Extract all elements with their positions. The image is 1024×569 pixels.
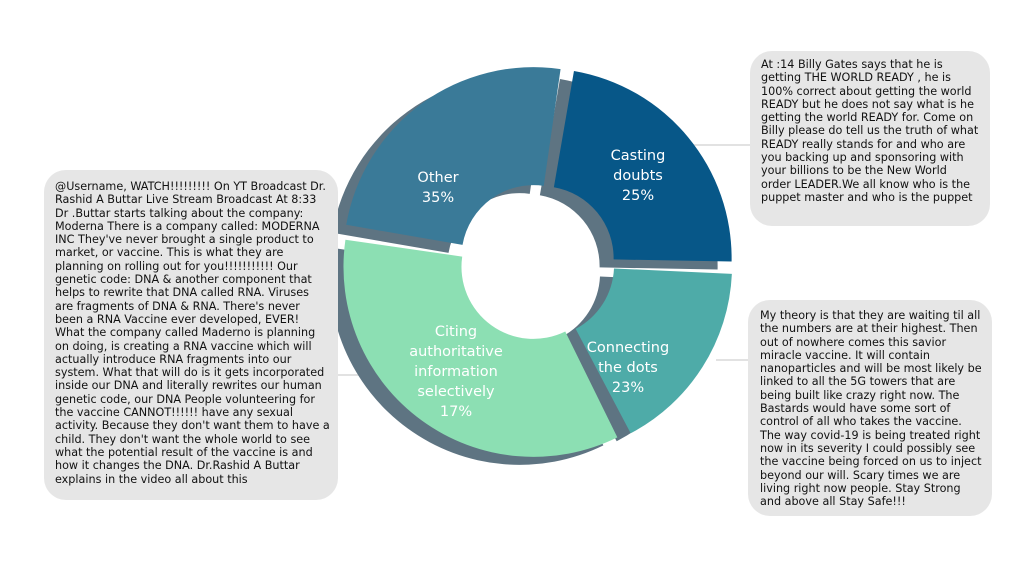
slice-value-label: 35% bbox=[422, 190, 454, 206]
slice-value-label: 17% bbox=[440, 404, 472, 420]
slice-category-label: doubts bbox=[613, 168, 663, 184]
slice-label-casting-doubts: Casting doubts 25% bbox=[611, 148, 666, 204]
comment-bubble-top-right: At :14 Billy Gates says that he is getti… bbox=[750, 51, 990, 226]
comment-bubble-left: @Username, WATCH!!!!!!!!! On YT Broadcas… bbox=[44, 170, 338, 500]
donut-slice-casting-doubts bbox=[346, 67, 561, 245]
comment-bubble-bottom-right: My theory is that they are waiting til a… bbox=[748, 300, 992, 516]
donut-slice-other bbox=[343, 239, 618, 457]
slice-value-label: 23% bbox=[612, 380, 644, 396]
slice-category-label: Other bbox=[417, 170, 458, 186]
donut-slices bbox=[343, 67, 732, 457]
slice-category-label: selectively bbox=[417, 384, 495, 400]
slice-value-label: 25% bbox=[622, 188, 654, 204]
donut-slice-citing-authoritative-information-selectively bbox=[575, 268, 732, 434]
slice-category-label: Casting bbox=[611, 148, 666, 164]
slice-category-label: Citing bbox=[435, 324, 477, 340]
slice-category-label: authoritative bbox=[409, 344, 503, 360]
donut-slice-connecting-the-dots bbox=[553, 70, 732, 262]
slice-label-citing-authoritative-information-selectively: Citing authoritative information selectivel… bbox=[409, 324, 503, 420]
slice-label-connecting-the-dots: Connecting the dots 23% bbox=[587, 340, 669, 396]
slice-category-label: Connecting bbox=[587, 340, 669, 356]
slice-category-label: the dots bbox=[598, 360, 658, 376]
slice-label-other: Other 35% bbox=[417, 170, 458, 206]
donut-slice-labels: Casting doubts 25% Connecting the dots 23% Cit… bbox=[409, 148, 669, 420]
slice-category-label: information bbox=[414, 364, 498, 380]
